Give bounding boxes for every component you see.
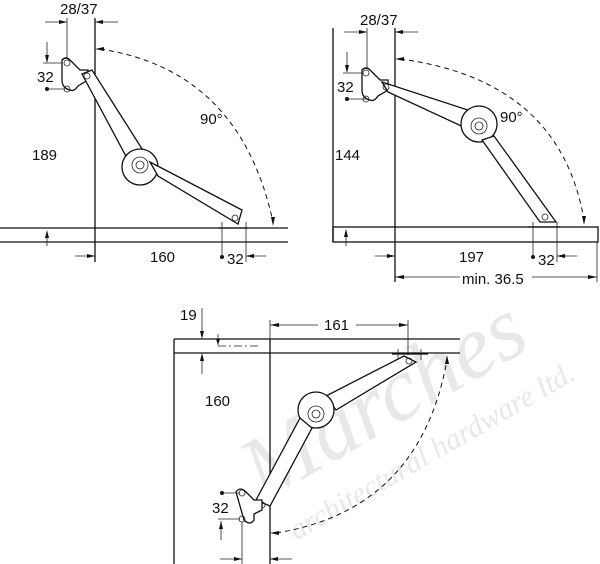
view-2-base-plate-label: 32 [538, 252, 555, 269]
view-2: 28/37 32 90° 144 197 [332, 12, 599, 288]
view-2-min-depth-label: min. 36.5 [462, 271, 524, 288]
view-2-bracket-offset-label: 28/37 [360, 12, 398, 29]
view-1-horizontal-label: 160 [150, 249, 175, 266]
view-1-angle-label: 90° [200, 111, 223, 128]
view-1: 28/37 32 90° 189 160 [0, 1, 288, 268]
view-3-height-label: 160 [205, 393, 230, 410]
view-2-horizontal-label: 197 [459, 249, 484, 266]
view-3-bracket-spacing-label: 32 [212, 500, 229, 517]
view-1-base-plate-label: 32 [227, 251, 244, 268]
view-1-bracket-spacing-label: 32 [37, 69, 54, 86]
view-2-bracket-spacing-label: 32 [337, 79, 354, 96]
view-2-angle-label: 90° [500, 109, 523, 126]
view-3-lid-thickness-label: 19 [180, 307, 197, 324]
view-1-bracket-offset-label: 28/37 [60, 1, 98, 18]
view-3: 19 161 160 [173, 307, 460, 564]
watermark: Marches architectural hardware ltd. [222, 278, 581, 547]
view-3-horizontal-label: 161 [324, 317, 349, 334]
view-1-height-label: 189 [32, 147, 57, 164]
view-2-height-label: 144 [335, 147, 360, 164]
